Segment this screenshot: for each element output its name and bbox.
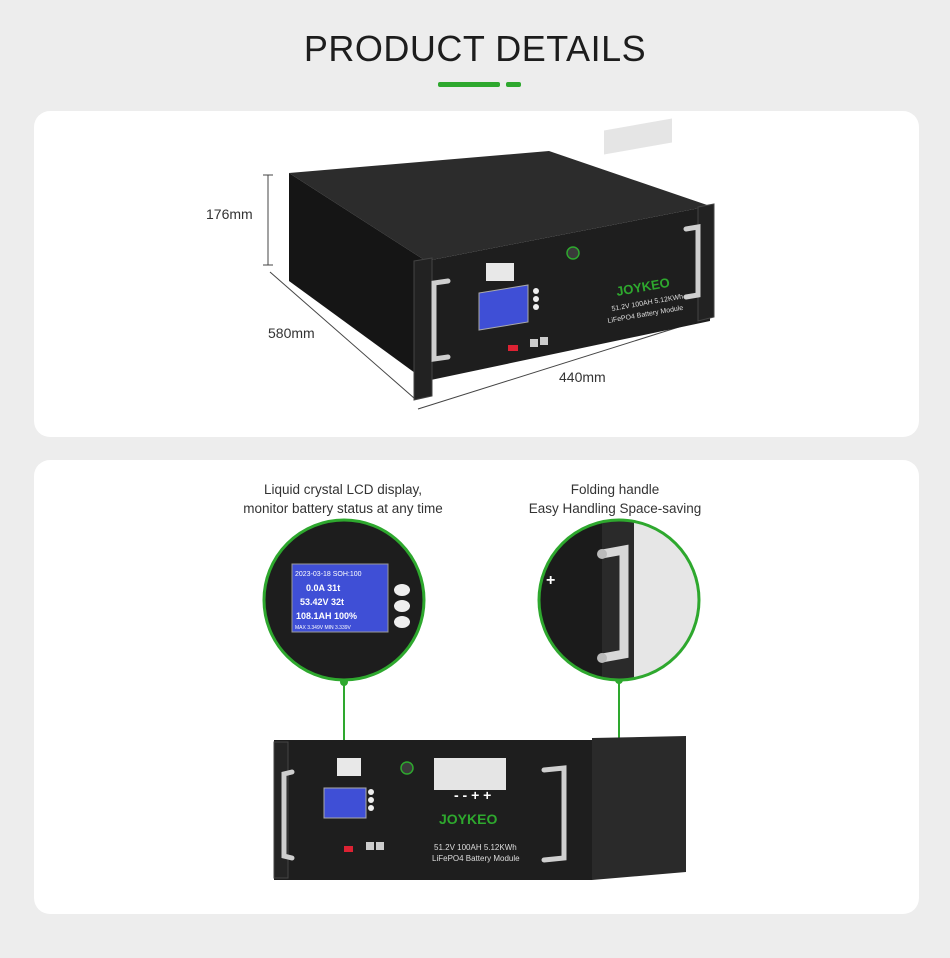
svg-text:- - + +: - - + + [454, 787, 491, 803]
title-underline-short [506, 82, 521, 87]
breaker-switch [486, 263, 514, 281]
front-brand-logo: JOYKEO [439, 811, 497, 827]
lcd-zoom-circle: 2023-03-18 SOH:100 0.0A 31t 53.42V 32t 1… [264, 520, 424, 680]
chassis-front [426, 206, 710, 381]
lcd-feature-caption: Liquid crystal LCD display, monitor batt… [228, 480, 458, 518]
left-handle [431, 278, 451, 362]
lcd-caption-line2: monitor battery status at any time [243, 501, 443, 516]
lcd-caption-line1: Liquid crystal LCD display, [263, 482, 423, 497]
battery-dimension-illustration: JOYKEO 51.2V 100AH 5.12KWh LiFePO4 Batte… [263, 118, 715, 410]
lcd-row-3: 108.1AH 100% [296, 611, 357, 621]
features-panel: Liquid crystal LCD display, monitor batt… [34, 460, 919, 914]
front-spec-line-2: LiFePO4 Battery Module [432, 854, 520, 863]
chassis-side [289, 173, 426, 381]
right-handle [683, 224, 701, 300]
svg-text:+: + [546, 572, 555, 589]
handle-feature-caption: Folding handle Easy Handling Space-savin… [500, 480, 730, 518]
dimensions-panel: JOYKEO 51.2V 100AH 5.12KWh LiFePO4 Batte… [34, 111, 919, 437]
terminal-block [604, 118, 672, 155]
chassis-top [289, 151, 710, 261]
depth-dimension: 580mm [268, 325, 315, 341]
width-dimension: 440mm [559, 369, 606, 385]
lcd-row-0: 2023-03-18 SOH:100 [295, 571, 362, 578]
lcd-row-1: 0.0A 31t [306, 583, 340, 593]
page-title: PRODUCT DETAILS [303, 28, 647, 69]
red-port [508, 345, 518, 351]
height-dimension: 176mm [206, 206, 253, 222]
power-button-icon [566, 246, 580, 260]
lcd-row-4: MAX 3.349V MIN 3.339V [295, 625, 352, 631]
lcd-display [478, 284, 529, 331]
battery-front-view: - - + + JOYKEO 51.2V 100AH 5.12KWh LiFeP… [273, 736, 686, 880]
front-spec-line-1: 51.2V 100AH 5.12KWh [434, 843, 517, 852]
title-underline-long [438, 82, 500, 87]
handle-zoom-circle: + [539, 520, 699, 680]
feature-illustration: 2023-03-18 SOH:100 0.0A 31t 53.42V 32t 1… [262, 518, 701, 880]
lcd-row-2: 53.42V 32t [300, 597, 344, 607]
handle-caption-line1: Folding handle [570, 482, 660, 497]
handle-caption-line2: Easy Handling Space-saving [528, 501, 702, 516]
